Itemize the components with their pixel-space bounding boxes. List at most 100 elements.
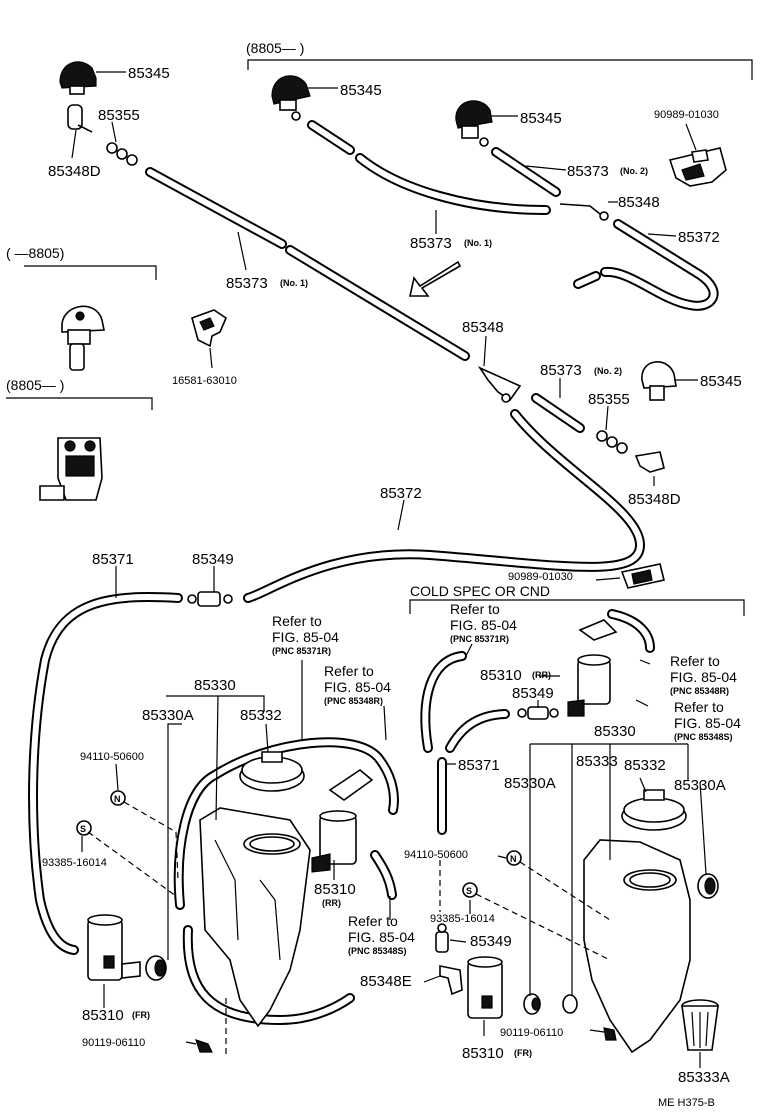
label-85373-no2-a: 85373 <box>567 163 609 180</box>
label-85371-a: 85371 <box>92 551 134 568</box>
label-85345-d: 85345 <box>700 373 742 390</box>
label-85332-a: 85332 <box>240 707 282 724</box>
label-85310-rr-a: 85310 <box>314 881 356 898</box>
label-85310-fr-a: 85310 <box>82 1007 124 1024</box>
fig-5: FIG. 85-04 <box>670 669 737 685</box>
grommet-85330a-right-b <box>697 873 719 899</box>
label-85348-a: 85348 <box>618 194 660 211</box>
label-85349-c: 85349 <box>470 933 512 950</box>
fig-3: FIG. 85-04 <box>324 679 391 695</box>
fig-1: FIG. 85-04 <box>450 617 517 633</box>
pump-85310-rr-left <box>311 769 374 873</box>
elbow-85348e <box>439 965 463 996</box>
label-90989-a: 90989-01030 <box>654 109 719 121</box>
fig-6: FIG. 85-04 <box>674 715 741 731</box>
label-85373-no1-b: 85373 <box>226 275 268 292</box>
clip-16581-63010 <box>191 309 227 348</box>
filter-85333a <box>681 999 719 1051</box>
label-90119-a: 90119-06110 <box>82 1037 145 1049</box>
tee-85348-b <box>477 366 522 403</box>
nozzle-post-8805 <box>39 437 103 501</box>
ref-to-3: Refer to <box>324 663 374 679</box>
cold-spec-header: COLD SPEC OR CND <box>410 583 550 599</box>
ref-to-5: Refer to <box>670 653 720 669</box>
connector-85355-b <box>596 430 628 454</box>
label-93385-a: 93385-16014 <box>42 857 107 869</box>
leader-lines <box>6 59 753 1068</box>
grommet-85330a-right-a <box>523 993 541 1015</box>
pnc-4: (PNC 85348S) <box>348 946 407 956</box>
date-header-top: (8805— ) <box>246 40 304 56</box>
pump-85310-fr-left <box>87 914 141 981</box>
nut-marker-right <box>506 850 522 866</box>
pump-85310-fr-right <box>467 956 503 1019</box>
pnc-3: (PNC 85348R) <box>324 696 383 706</box>
tee-85348-a <box>559 203 609 221</box>
sub-no1-a: (No. 1) <box>464 238 492 248</box>
label-94110-b: 94110-50600 <box>404 849 468 861</box>
label-85372-a: 85372 <box>678 229 720 246</box>
grommet-85333-right <box>562 994 578 1014</box>
fig-2: FIG. 85-04 <box>272 629 339 645</box>
sub-fr-a: (FR) <box>132 1010 150 1020</box>
screw-symbol-left: S <box>80 824 86 834</box>
sub-fr-b: (FR) <box>514 1048 532 1058</box>
connector-85349-b <box>517 706 559 720</box>
label-85332-b: 85332 <box>624 757 666 774</box>
date-header-left: ( —8805) <box>6 245 64 261</box>
grommet-85330a-left <box>145 955 167 981</box>
label-85373-no2-b: 85373 <box>540 362 582 379</box>
label-85310-fr-b: 85310 <box>462 1045 504 1062</box>
label-93385-b: 93385-16014 <box>430 913 495 925</box>
label-85310-rr-b: 85310 <box>480 667 522 684</box>
elbow-85348d-b <box>634 451 665 473</box>
cap-85332-right <box>621 789 687 831</box>
connector-85355-a <box>106 142 138 166</box>
fig-4: FIG. 85-04 <box>348 929 415 945</box>
sub-no1-b: (No. 1) <box>280 278 308 288</box>
label-85330a-b: 85330A <box>504 775 556 792</box>
ref-to-6: Refer to <box>674 699 724 715</box>
screw-marker-left <box>76 820 92 836</box>
screw-symbol-right: S <box>466 886 472 896</box>
label-85349-b: 85349 <box>512 685 554 702</box>
labels: 85345 85355 85348D (8805— ) 85345 85345 … <box>6 40 742 1109</box>
nozzle-85345-b <box>271 75 311 121</box>
ref-to-1: Refer to <box>450 601 500 617</box>
label-85348d-b: 85348D <box>628 491 681 508</box>
direction-arrow-icon <box>409 260 462 297</box>
label-85330-b: 85330 <box>594 723 636 740</box>
reservoir-tank-left <box>199 807 311 1028</box>
pnc-1: (PNC 85371R) <box>450 634 509 644</box>
cap-85332-left <box>239 751 305 792</box>
nozzle-pre-8805 <box>61 305 105 371</box>
nut-marker-left <box>110 790 126 806</box>
pnc-6: (PNC 85348S) <box>674 732 733 742</box>
label-85355-a: 85355 <box>98 107 140 124</box>
screw-marker-right <box>462 882 478 898</box>
pump-85310-rr-right <box>567 619 618 717</box>
label-85333a: 85333A <box>678 1069 730 1086</box>
ref-to-4: Refer to <box>348 913 398 929</box>
label-16581-63010: 16581-63010 <box>172 375 237 387</box>
clip-90989-a <box>668 147 727 187</box>
label-85330-a: 85330 <box>194 677 236 694</box>
nozzle-85345-c <box>455 100 493 147</box>
label-85373-no1-a: 85373 <box>410 235 452 252</box>
sub-no2-a: (No. 2) <box>620 166 648 176</box>
reservoir-tank-right <box>583 839 691 1054</box>
label-90989-b: 90989-01030 <box>508 571 573 583</box>
label-85348-b: 85348 <box>462 319 504 336</box>
label-85345-b: 85345 <box>340 82 382 99</box>
sub-rr-b: (RR) <box>532 670 551 680</box>
connector-85349-c <box>435 923 449 953</box>
label-85330a-a: 85330A <box>142 707 194 724</box>
hoses <box>28 120 719 1026</box>
label-85348d-a: 85348D <box>48 163 101 180</box>
nut-symbol-left: N <box>114 794 121 804</box>
pnc-2: (PNC 85371R) <box>272 646 331 656</box>
label-85371-b: 85371 <box>458 757 500 774</box>
nozzle-85345-d <box>641 361 677 401</box>
label-85372-b: 85372 <box>380 485 422 502</box>
